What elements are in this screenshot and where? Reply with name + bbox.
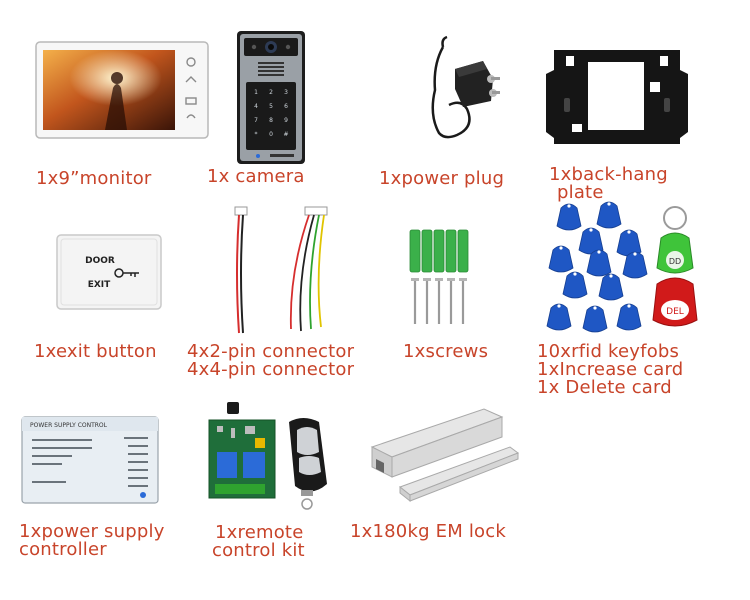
screws-item <box>400 228 480 328</box>
remote-kit-label-line2: control kit <box>212 540 305 561</box>
keypad-camera-icon: 1 2 3 4 5 6 7 8 9 * 0 # <box>237 31 305 164</box>
svg-text:*: * <box>255 131 258 138</box>
svg-text:9: 9 <box>284 117 288 124</box>
delete-card-tag-text: DEL <box>666 307 684 317</box>
power-supply-label-line1: 1xpower supply <box>19 521 165 542</box>
add-card-tag-text: DD <box>669 257 681 266</box>
back-plate-label-line2: plate <box>557 182 604 203</box>
em-lock-item <box>370 403 520 503</box>
keyfobs-label-line3: 1x Delete card <box>537 377 672 398</box>
power-plug-item <box>405 35 500 145</box>
exit-exit-text: EXIT <box>88 280 111 290</box>
exit-door-text: DOOR <box>85 256 115 266</box>
screws-anchors-icon <box>409 229 469 324</box>
power-supply-item: POWER SUPPLY CONTROL <box>20 415 160 505</box>
screws-label: 1xscrews <box>403 341 489 362</box>
remote-control-icon <box>208 402 327 510</box>
exit-button-item: DOOR EXIT <box>55 233 165 313</box>
monitor-item <box>35 40 210 140</box>
keyfobs-item: DD DEL <box>543 198 703 343</box>
svg-text:3: 3 <box>284 89 288 96</box>
power-adapter-icon <box>431 35 500 139</box>
exit-button-icon: DOOR EXIT <box>56 234 162 310</box>
svg-text:8: 8 <box>269 117 273 124</box>
rfid-keyfob-icon: DD DEL <box>546 201 698 333</box>
monitor-label: 1x9”monitor <box>36 168 152 189</box>
svg-text:4: 4 <box>254 103 258 110</box>
em-lock-label: 1x180kg EM lock <box>350 521 506 542</box>
back-plate-label-line1: 1xback-hang <box>549 164 668 185</box>
keyfobs-label-line1: 10xrfid keyfobs <box>537 341 680 362</box>
keyfobs-label-line2: 1xIncrease card <box>537 359 684 380</box>
camera-item: 1 2 3 4 5 6 7 8 9 * 0 # <box>236 30 306 165</box>
svg-text:#: # <box>283 131 288 138</box>
power-supply-label-line2: controller <box>19 539 107 560</box>
camera-label: 1x camera <box>207 166 305 187</box>
remote-kit-item <box>205 400 345 510</box>
svg-text:1: 1 <box>254 89 258 96</box>
mounting-plate-icon <box>546 50 688 144</box>
back-plate-item <box>542 40 692 150</box>
svg-text:2: 2 <box>269 89 273 96</box>
svg-text:6: 6 <box>284 103 288 110</box>
wire-connector-icon <box>234 206 328 334</box>
power-plug-label: 1xpower plug <box>379 168 505 189</box>
connectors-item <box>225 203 335 338</box>
connectors-label-line1: 4x2-pin connector <box>187 341 355 362</box>
video-monitor-icon <box>35 41 209 139</box>
magnetic-lock-icon <box>370 408 520 503</box>
svg-text:7: 7 <box>254 117 258 124</box>
svg-text:5: 5 <box>269 103 273 110</box>
power-supply-panel-title: POWER SUPPLY CONTROL <box>30 422 108 429</box>
power-supply-icon: POWER SUPPLY CONTROL <box>21 416 159 504</box>
remote-kit-label-line1: 1xremote <box>215 522 304 543</box>
connectors-label-line2: 4x4-pin connector <box>187 359 355 380</box>
exit-button-label: 1xexit button <box>34 341 157 362</box>
svg-text:0: 0 <box>269 131 273 138</box>
